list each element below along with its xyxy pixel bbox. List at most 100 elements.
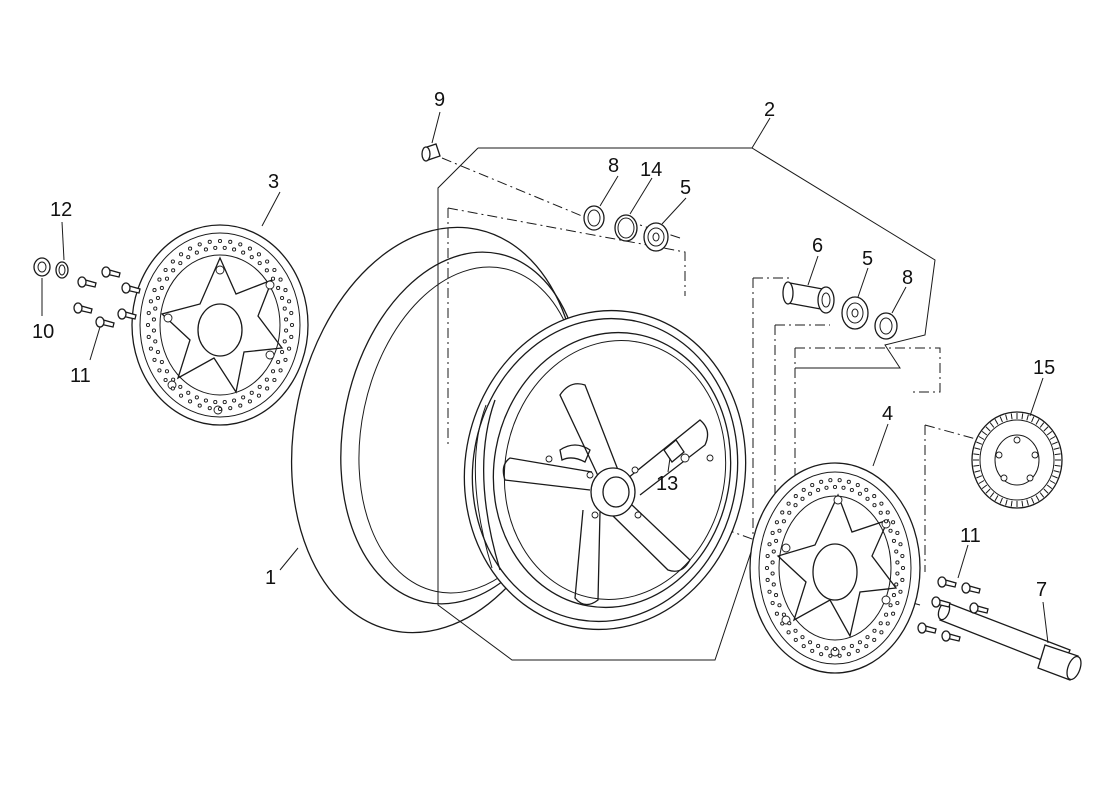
tone-ring-tooth	[1031, 497, 1035, 504]
disc-drill-hole	[801, 644, 806, 649]
disc-drill-hole	[228, 406, 233, 411]
abs-tone-ring	[971, 411, 1063, 509]
disc-drill-hole	[289, 322, 295, 328]
disc-drill-hole	[771, 582, 776, 587]
disc-drill-hole	[891, 611, 896, 616]
nut	[33, 257, 51, 277]
callout-15: 15	[1033, 357, 1055, 379]
disc-drill-hole	[148, 299, 153, 304]
bolt	[73, 302, 93, 314]
disc-drill-hole	[770, 571, 775, 576]
disc-drill-hole	[895, 601, 900, 606]
disc-drill-hole	[146, 334, 151, 340]
disc-drill-hole	[864, 487, 869, 492]
disc-drill-hole	[232, 398, 237, 403]
disc-drill-hole	[241, 395, 246, 400]
tone-ring-tooth	[976, 475, 983, 479]
tone-ring-tooth	[989, 422, 995, 428]
disc-drill-hole	[793, 494, 798, 499]
disc-drill-hole	[855, 483, 860, 488]
brake-disc-right	[749, 462, 921, 674]
callout-2: 2	[764, 99, 775, 121]
disc-drill-hole	[878, 510, 883, 515]
tone-ring-tooth	[994, 495, 999, 501]
callout-10: 10	[32, 321, 54, 343]
callout-1: 1	[265, 567, 276, 589]
disc-drill-hole	[163, 377, 168, 383]
disc-drill-hole	[207, 406, 212, 411]
bearing-upper	[643, 222, 669, 252]
disc-drill-hole	[249, 255, 254, 260]
disc-drill-hole	[213, 400, 218, 405]
disc-drill-hole	[241, 250, 246, 255]
disc-drill-hole	[197, 403, 202, 408]
tone-ring-tooth	[981, 484, 988, 490]
disc-drill-hole	[771, 549, 776, 554]
disc-drill-hole	[888, 528, 893, 533]
callouts: 1 2 3 4 5 5 6 7 8 8 9 10 11 11 12 13 14 …	[32, 89, 1055, 601]
disc-drill-hole	[895, 560, 900, 565]
disc-drill-hole	[194, 250, 199, 255]
disc-drill-hole	[155, 295, 160, 301]
disc-drill-hole	[888, 603, 893, 608]
disc-drill-hole	[891, 593, 896, 598]
disc-drill-hole	[786, 501, 791, 506]
disc-drill-hole	[170, 259, 175, 264]
disc-drill-hole	[153, 306, 158, 311]
bolt	[101, 266, 121, 278]
disc-drill-hole	[289, 310, 294, 316]
wheel-spokes	[502, 383, 709, 606]
disc-drill-hole	[872, 628, 877, 633]
bolt	[117, 308, 137, 320]
disc-drill-hole	[282, 306, 287, 311]
disc-drill-hole	[270, 276, 276, 281]
circlip	[614, 214, 638, 242]
disc-drill-hole	[178, 384, 183, 389]
disc-drill-hole	[280, 349, 285, 355]
tone-ring-tooth	[1021, 500, 1024, 507]
disc-drill-hole	[837, 653, 842, 658]
disc-drill-hole	[289, 334, 294, 340]
disc-drill-hole	[278, 368, 283, 373]
disc-drill-hole	[765, 577, 770, 583]
disc-drill-hole	[781, 519, 786, 524]
disc-drill-hole	[878, 621, 883, 626]
disc-drill-hole	[151, 328, 156, 333]
tone-ring-tooth	[1039, 422, 1045, 428]
disc-drill-hole	[786, 630, 791, 635]
disc-drill-hole	[767, 542, 772, 547]
disc-drill-hole	[895, 571, 900, 576]
disc-drill-hole	[824, 646, 829, 651]
disc-drill-hole	[213, 245, 218, 250]
disc-drill-hole	[287, 299, 292, 304]
disc-drill-hole	[194, 395, 199, 400]
disc-drill-hole	[217, 238, 223, 244]
disc-drill-hole	[816, 487, 821, 493]
callout-11-right: 11	[960, 525, 981, 547]
tone-ring-tooth	[1046, 484, 1053, 490]
disc-drill-hole	[284, 328, 289, 333]
disc-drill-hole	[197, 242, 202, 247]
disc-drill-hole	[146, 310, 151, 316]
disc-drill-hole	[837, 478, 842, 483]
disc-drill-hole	[884, 612, 889, 617]
disc-drill-hole	[247, 246, 252, 251]
disc-drill-hole	[819, 652, 824, 657]
tone-ring-tooth	[1039, 492, 1045, 498]
disc-drill-hole	[765, 553, 770, 559]
disc-drill-hole	[164, 369, 170, 374]
disc-drill-hole	[145, 322, 151, 328]
disc-drill-hole	[774, 611, 779, 616]
disc-drill-hole	[885, 510, 890, 515]
disc-drill-hole	[157, 277, 162, 282]
disc-drill-hole	[819, 479, 824, 484]
bolt	[917, 622, 937, 634]
disc-drill-hole	[891, 520, 896, 525]
disc-drill-hole	[891, 538, 896, 543]
spacer	[782, 281, 835, 314]
disc-drill-hole	[257, 261, 262, 266]
disc-drill-hole	[155, 349, 160, 355]
disc-drill-hole	[857, 491, 862, 496]
leader-lines	[41, 111, 1049, 644]
callout-13: 13	[656, 473, 678, 495]
